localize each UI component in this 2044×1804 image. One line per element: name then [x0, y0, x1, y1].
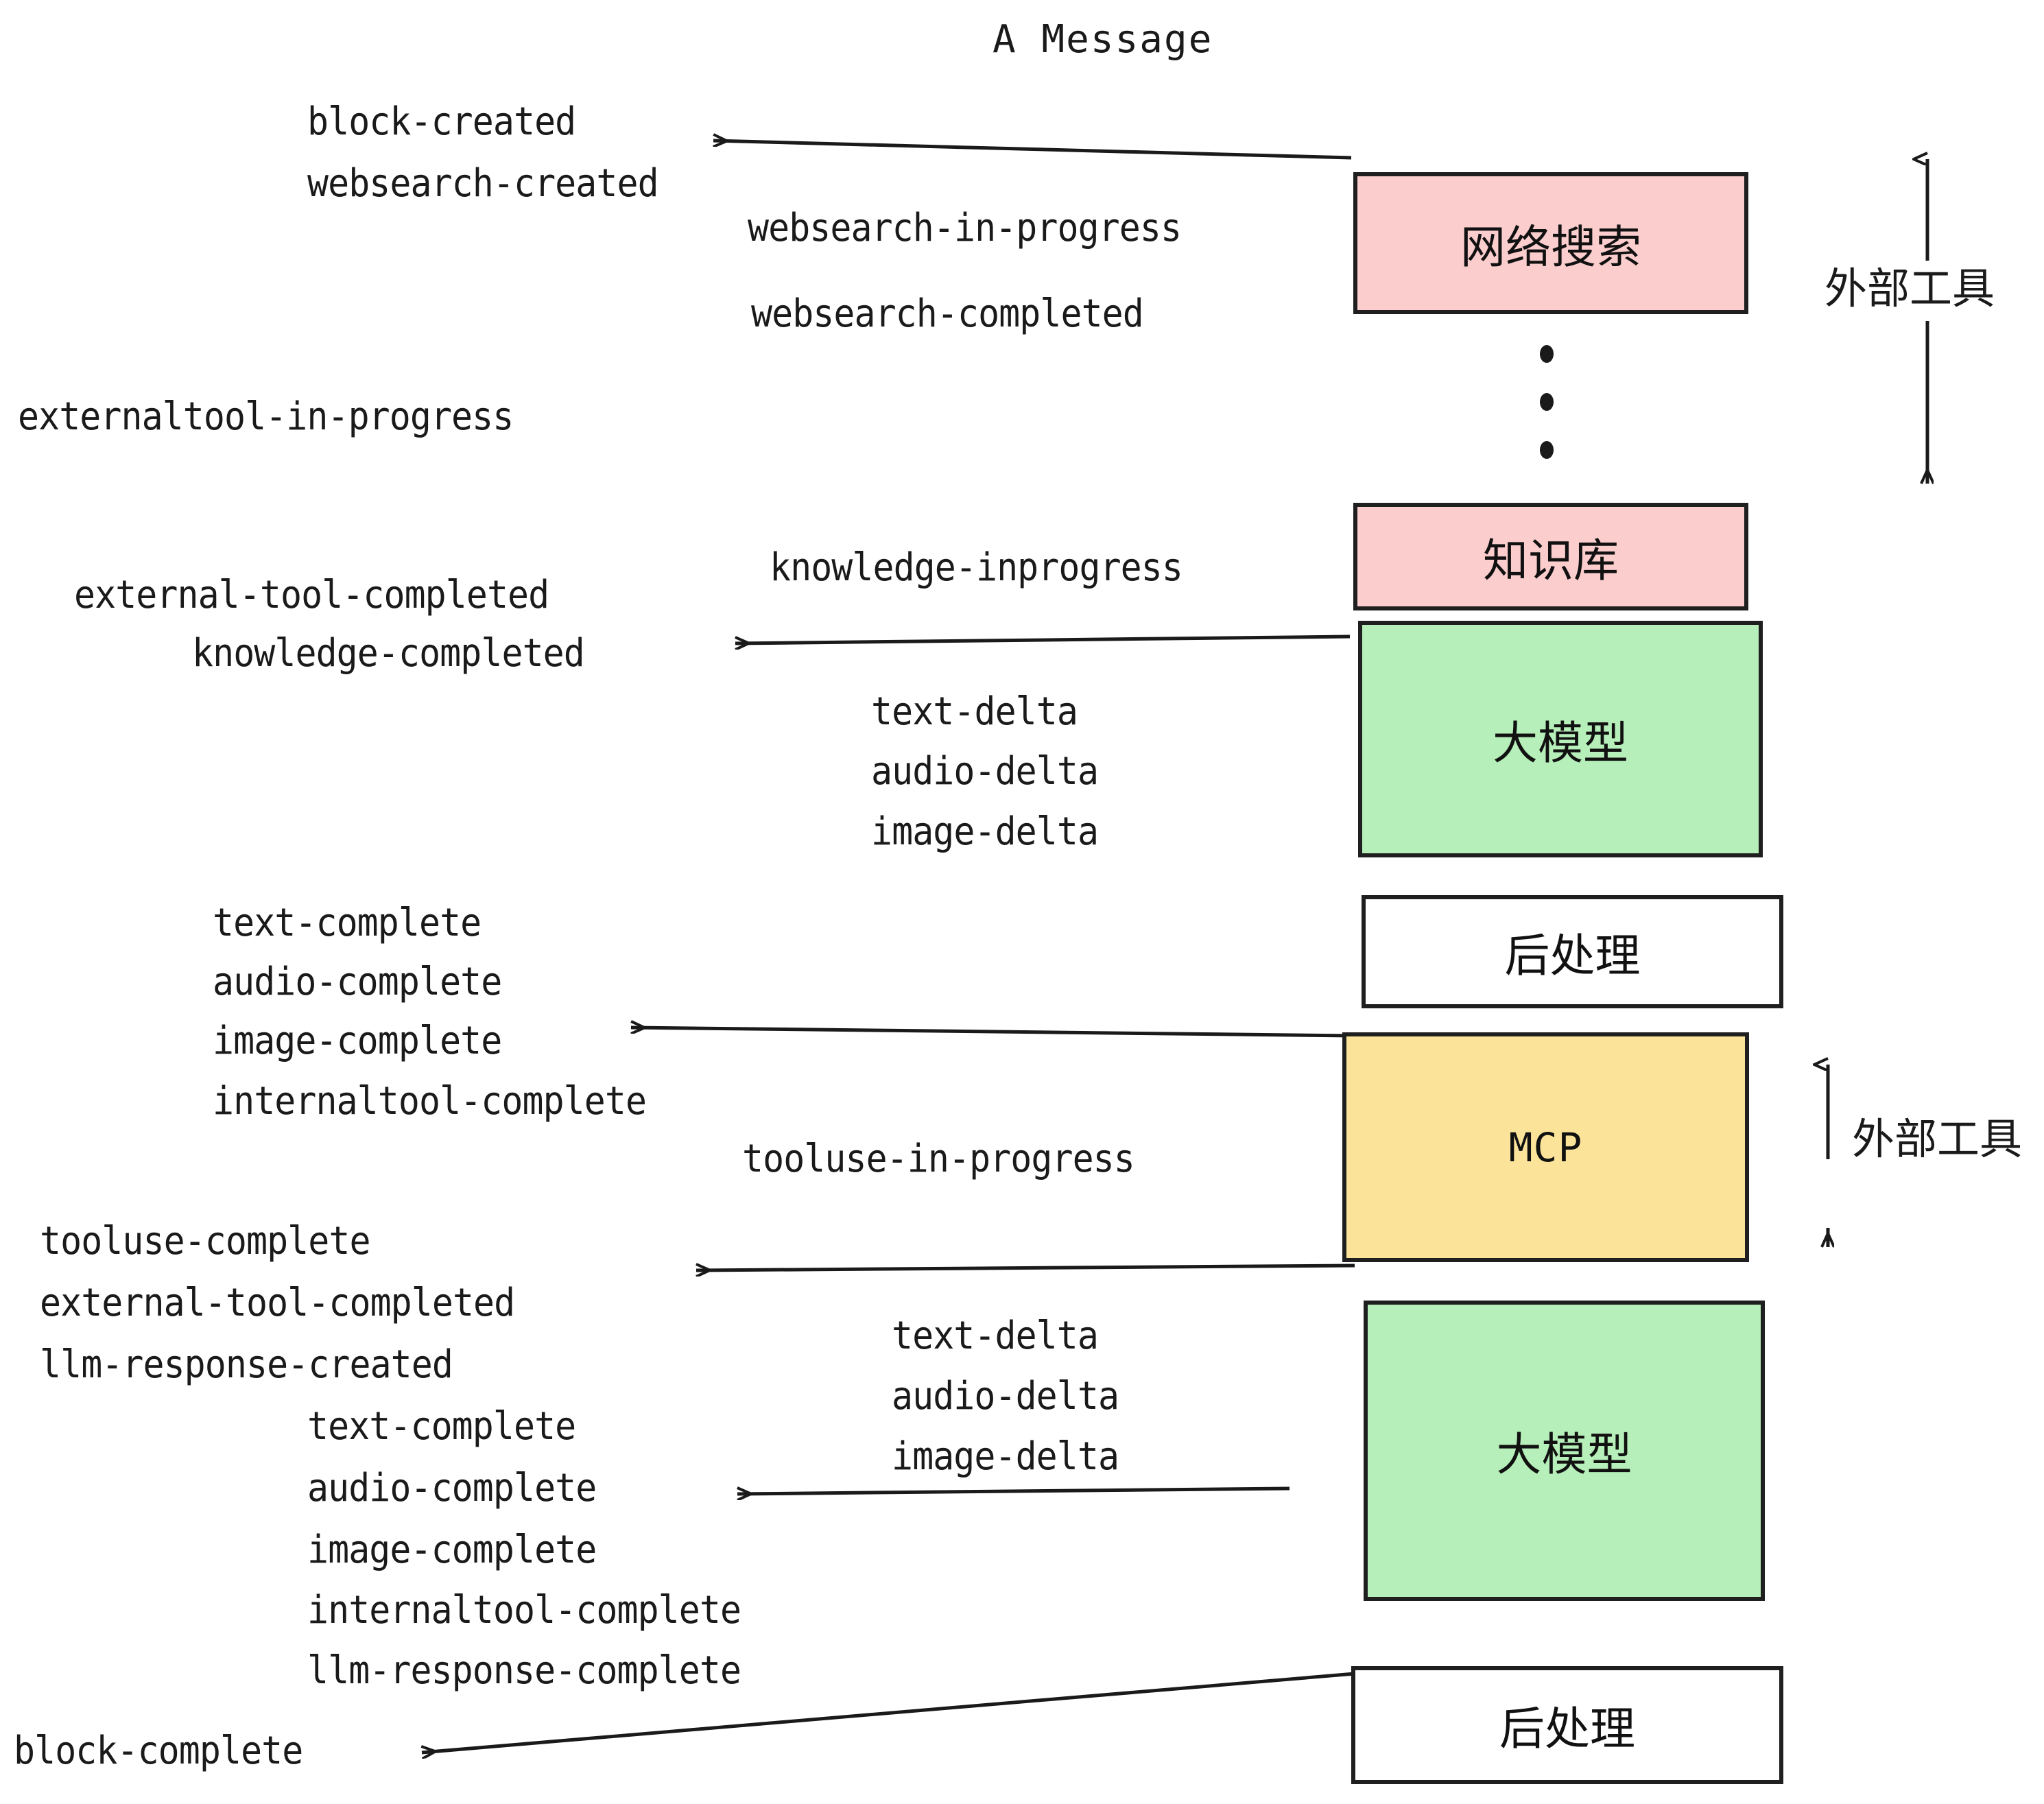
event-audio-complete-1: audio-complete [213, 960, 502, 1004]
event-websearch-created: websearch-created [307, 161, 659, 206]
event-external-tool-completed-2: external-tool-completed [40, 1281, 515, 1325]
event-internaltool-complete-1: internaltool-complete [213, 1079, 647, 1124]
diagram-title: A Message [993, 17, 1213, 62]
ellipsis-dot-2 [1540, 393, 1554, 411]
node-mcp-label: MCP [1508, 1124, 1583, 1171]
annotation-external-tool-top: 外部工具 [1825, 263, 1995, 313]
node-llm-2[interactable]: 大模型 [1364, 1301, 1765, 1601]
event-text-complete-2: text-complete [307, 1404, 576, 1449]
event-image-complete-1: image-complete [213, 1019, 502, 1063]
event-external-tool-completed-1: external-tool-completed [74, 573, 549, 617]
node-postprocess-1[interactable]: 后处理 [1362, 895, 1783, 1008]
event-text-delta-1: text-delta [871, 689, 1078, 734]
event-knowledge-completed: knowledge-completed [192, 631, 585, 676]
event-internaltool-complete-2: internaltool-complete [307, 1588, 741, 1633]
node-knowledge[interactable]: 知识库 [1353, 503, 1748, 610]
event-audio-delta-1: audio-delta [871, 749, 1099, 794]
event-text-complete-1: text-complete [213, 901, 482, 945]
node-postprocess-1-label: 后处理 [1504, 929, 1641, 982]
event-knowledge-inprogress: knowledge-inprogress [770, 545, 1183, 590]
event-tooluse-in-progress: tooluse-in-progress [742, 1137, 1135, 1181]
annotation-external-tool-bottom: 外部工具 [1852, 1114, 2023, 1164]
event-image-delta-1: image-delta [871, 809, 1099, 854]
event-audio-delta-2: audio-delta [892, 1374, 1119, 1419]
node-llm-1-label: 大模型 [1493, 716, 1628, 770]
node-websearch-label: 网络搜索 [1460, 220, 1641, 274]
node-knowledge-label: 知识库 [1483, 534, 1619, 587]
event-image-delta-2: image-delta [892, 1434, 1119, 1479]
node-postprocess-2[interactable]: 后处理 [1351, 1666, 1783, 1784]
node-websearch[interactable]: 网络搜索 [1353, 172, 1748, 314]
event-websearch-completed: websearch-completed [751, 292, 1144, 336]
event-externaltool-in-progress: externaltool-in-progress [18, 394, 514, 439]
node-postprocess-2-label: 后处理 [1499, 1702, 1635, 1755]
event-text-delta-2: text-delta [892, 1314, 1099, 1358]
event-tooluse-complete: tooluse-complete [40, 1219, 370, 1263]
ellipsis-dot-1 [1540, 345, 1554, 363]
event-llm-response-created: llm-response-created [40, 1342, 453, 1387]
event-websearch-in-progress: websearch-in-progress [748, 206, 1182, 250]
event-block-complete: block-complete [14, 1729, 303, 1773]
event-llm-response-complete: llm-response-complete [307, 1648, 741, 1693]
node-mcp[interactable]: MCP [1342, 1032, 1749, 1262]
node-llm-2-label: 大模型 [1496, 1428, 1632, 1481]
event-block-created: block-created [307, 99, 576, 144]
event-image-complete-2: image-complete [307, 1528, 597, 1572]
node-llm-1[interactable]: 大模型 [1358, 621, 1763, 857]
event-audio-complete-2: audio-complete [307, 1466, 597, 1510]
ellipsis-dot-3 [1540, 441, 1554, 459]
